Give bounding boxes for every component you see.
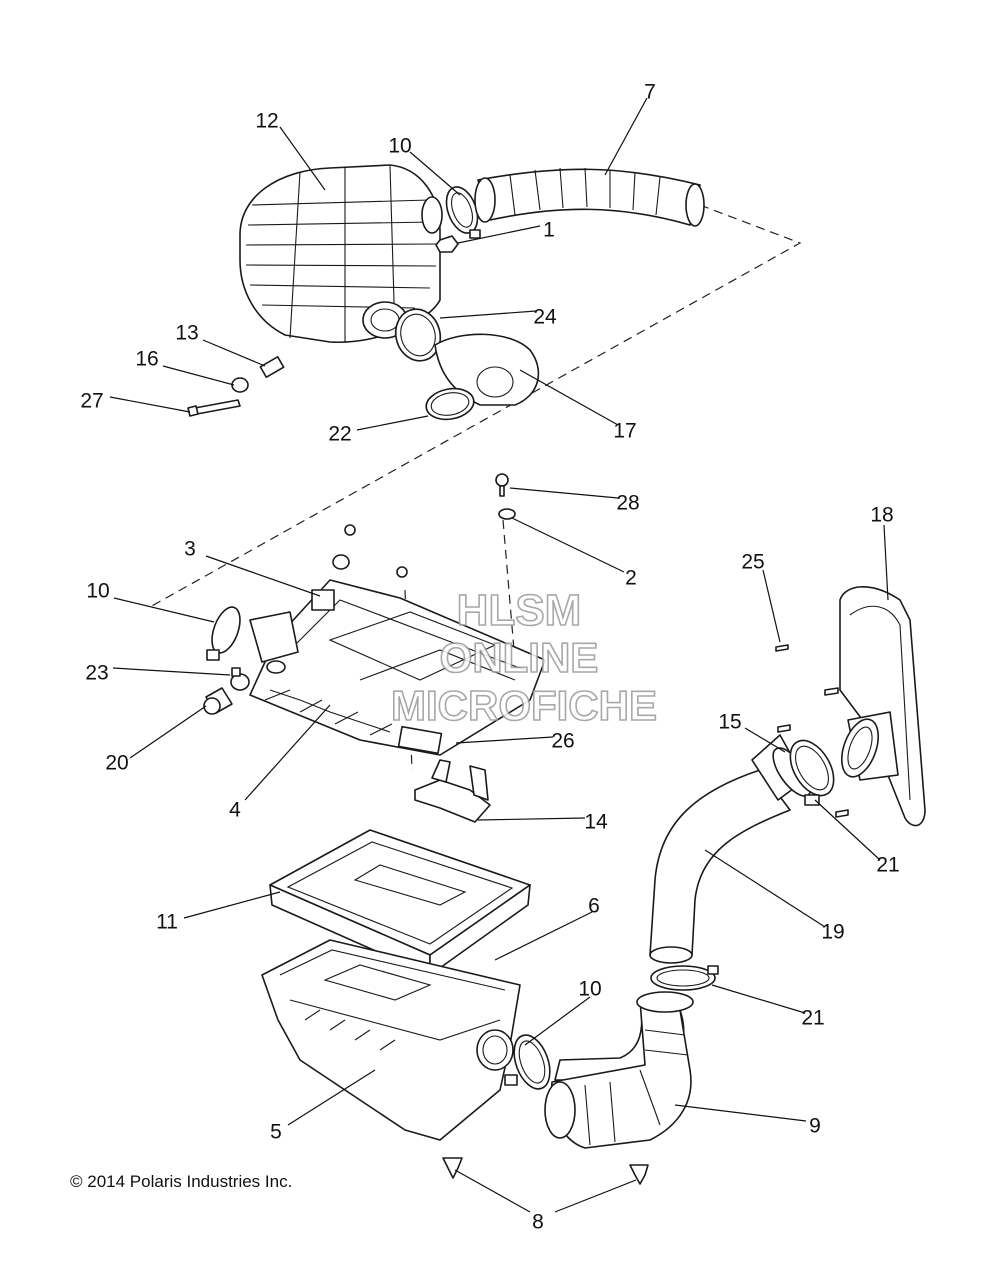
callout-5: 5 (270, 1121, 282, 1144)
callout-10: 10 (86, 580, 109, 603)
watermark: HLSM ONLINE MICROFICHE (390, 585, 658, 730)
part-28-screw (495, 473, 509, 497)
callout-14: 14 (584, 811, 608, 834)
callout-21: 21 (801, 1007, 824, 1030)
callout-16: 16 (135, 348, 158, 371)
part-11-air-filter (269, 829, 531, 976)
callout-8: 8 (532, 1211, 544, 1234)
part-3-outlet-tube (249, 611, 299, 674)
callout-22: 22 (328, 423, 351, 446)
part-22-clamp (425, 387, 475, 421)
part-12-airbox-cover (239, 164, 443, 343)
part-17-elbow (434, 333, 540, 406)
callout-18: 18 (870, 504, 893, 527)
part-21-clamp-lower (650, 965, 719, 991)
part-20-plug (203, 687, 233, 715)
callout-21: 21 (876, 854, 899, 877)
part-14-bracket (414, 759, 491, 823)
watermark-line-2: ONLINE (440, 634, 599, 681)
part-18-inlet-duct (777, 586, 926, 827)
callout-10: 10 (578, 978, 601, 1001)
watermark-line-1: HLSM (457, 586, 582, 635)
part-2-nut (498, 508, 516, 520)
part-16-grommet (231, 377, 249, 393)
callout-23: 23 (85, 662, 108, 685)
callout-13: 13 (175, 322, 198, 345)
callout-3: 3 (184, 538, 196, 561)
callout-28: 28 (616, 492, 639, 515)
callout-11: 11 (156, 911, 178, 934)
callout-26: 26 (551, 730, 574, 753)
callout-24: 24 (533, 306, 557, 329)
callout-25: 25 (741, 551, 764, 574)
callout-15: 15 (718, 711, 741, 734)
part-23-clamp (230, 667, 250, 691)
callout-4: 4 (229, 799, 241, 822)
part-27-bolt (187, 399, 241, 417)
watermark-line-3: MICROFICHE (391, 682, 657, 729)
callout-9: 9 (809, 1115, 821, 1138)
callout-1: 1 (543, 219, 555, 242)
part-1-nut (435, 235, 459, 253)
callout-6: 6 (588, 895, 600, 918)
part-19-tube (649, 769, 791, 964)
callout-27: 27 (80, 390, 103, 413)
callout-17: 17 (613, 420, 636, 443)
part-9-lower-duct (544, 991, 694, 1149)
callout-10: 10 (388, 135, 411, 158)
callout-2: 2 (625, 567, 637, 590)
part-7-intake-duct (474, 167, 705, 227)
callout-19: 19 (821, 921, 844, 944)
part-10-clamp-middle (206, 606, 241, 661)
callout-12: 12 (255, 110, 278, 133)
callout-20: 20 (105, 752, 128, 775)
part-25-screw (775, 644, 789, 652)
part-8-push-rivets (442, 1157, 649, 1185)
leader-lines (109, 97, 889, 1213)
callout-7: 7 (644, 81, 656, 104)
part-5-airbox-base (261, 939, 521, 1141)
copyright-notice: © 2014 Polaris Industries Inc. (70, 1172, 293, 1191)
part-24-clamp (394, 308, 442, 362)
part-13-bushing (259, 356, 285, 378)
part-21-clamp-upper (789, 739, 835, 806)
part-10-clamp-bottom (504, 1034, 551, 1090)
